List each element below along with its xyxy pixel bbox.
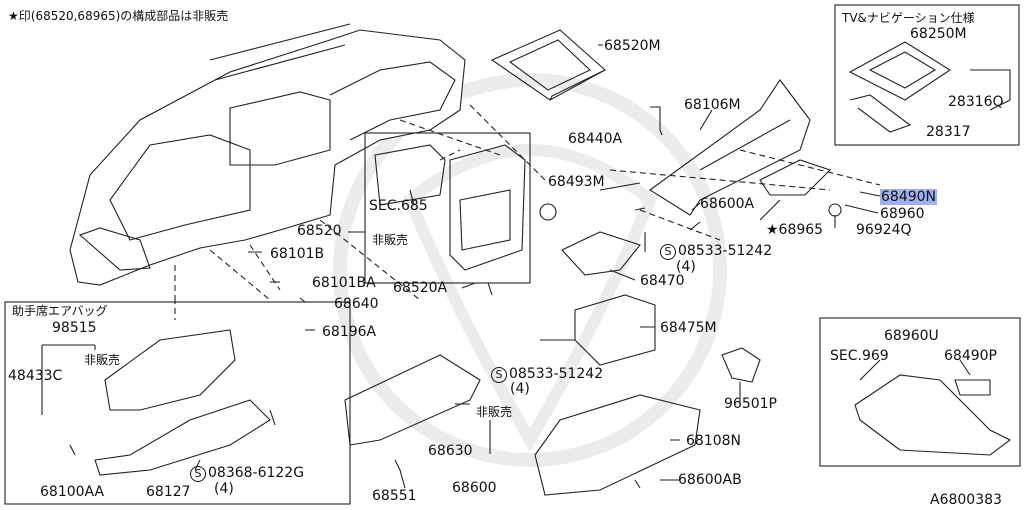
dashboard-panel [69, 29, 466, 286]
inset-airbag-box [4, 301, 351, 505]
label-68475M[interactable]: 68475M [660, 320, 717, 336]
label-68493M[interactable]: 68493M [548, 174, 605, 190]
label-68600[interactable]: 68600 [452, 480, 497, 496]
label-hihanbai-airbag: 非販売 [84, 353, 121, 367]
label-68108N[interactable]: 68108N [686, 433, 742, 449]
label-68440A[interactable]: 68440A [568, 131, 623, 147]
label-68965[interactable]: ★68965 [766, 222, 824, 238]
label-68250M[interactable]: 68250M [910, 26, 967, 42]
part-number: 08368-6122G [208, 465, 305, 481]
label-48433C[interactable]: 48433C [8, 368, 63, 384]
label-68101B[interactable]: 68101B [270, 246, 325, 262]
label-68470[interactable]: 68470 [640, 273, 685, 289]
label-68640[interactable]: 68640 [334, 296, 379, 312]
label-68630[interactable]: 68630 [428, 443, 473, 459]
label-68520[interactable]: 68520 [297, 223, 342, 239]
label-68600AB[interactable]: 68600AB [678, 472, 742, 488]
inset-tv-title: TV&ナビゲーション仕様 [842, 11, 975, 25]
inset-bottom-right-box [819, 317, 1021, 467]
label-68520A[interactable]: 68520A [393, 280, 448, 296]
inset-tv-box [834, 4, 1020, 146]
label-68100AA[interactable]: 68100AA [40, 484, 105, 500]
label-68520M[interactable]: 68520M [604, 38, 661, 54]
label-68490N-highlight: 68490N [880, 189, 938, 205]
label-28317[interactable]: 28317 [926, 124, 971, 140]
label-68127[interactable]: 68127 [146, 484, 191, 500]
s-mark-icon: S [491, 367, 507, 383]
label-sec685[interactable]: SEC.685 [369, 198, 428, 214]
label-hihanbai-1: 非販売 [372, 233, 409, 247]
label-68101BA[interactable]: 68101BA [312, 275, 376, 291]
s-mark-icon: S [660, 244, 676, 260]
part-number: 08533-51242 [678, 243, 773, 259]
label-hihanbai-2: 非販売 [476, 405, 513, 419]
label-qty-4-b: (4) [510, 381, 530, 397]
label-qty-4-airbag: (4) [214, 481, 234, 497]
label-98515[interactable]: 98515 [52, 320, 97, 336]
label-qty-4-a: (4) [676, 259, 696, 275]
frame-68520-box [364, 132, 531, 284]
label-28316Q[interactable]: 28316Q [948, 94, 1004, 110]
label-68490P[interactable]: 68490P [944, 348, 997, 364]
label-68106M[interactable]: 68106M [684, 97, 741, 113]
label-sec969[interactable]: SEC.969 [830, 348, 889, 364]
part-number: 08533-51242 [509, 366, 604, 382]
label-68960U[interactable]: 68960U [884, 328, 939, 344]
label-68551[interactable]: 68551 [372, 488, 417, 504]
label-96501P[interactable]: 96501P [724, 396, 777, 412]
label-68600A[interactable]: 68600A [700, 196, 755, 212]
s-mark-icon: S [190, 466, 206, 482]
diagram-code: A6800383 [930, 492, 1002, 508]
label-68490N[interactable]: 68490N [880, 189, 938, 205]
label-68196A[interactable]: 68196A [322, 324, 377, 340]
inset-airbag-title: 助手席エアバッグ [12, 304, 108, 318]
header-note: ★印(68520,68965)の構成部品は非販売 [8, 9, 229, 23]
label-68960[interactable]: 68960 [880, 206, 925, 222]
label-96924Q[interactable]: 96924Q [856, 222, 912, 238]
